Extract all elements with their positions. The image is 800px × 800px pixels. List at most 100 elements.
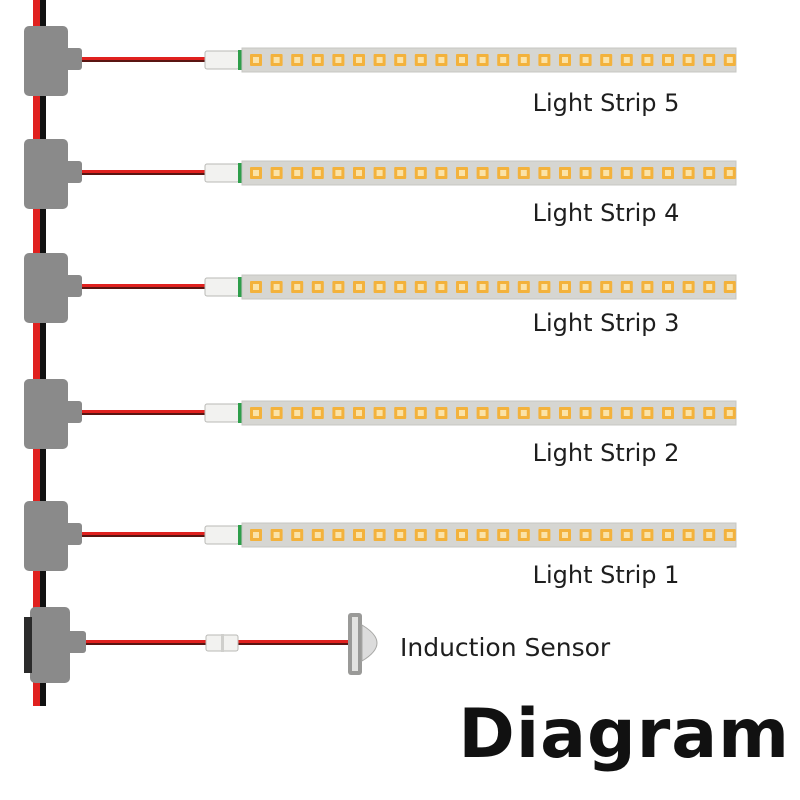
led-chip-center-4-3 — [294, 170, 301, 176]
led-chip-center-1-7 — [376, 532, 383, 538]
sensor-label: Induction Sensor — [400, 633, 611, 662]
led-chip-center-4-13 — [500, 170, 507, 176]
sensor-tee-connector — [30, 607, 70, 683]
led-chip-center-4-22 — [685, 170, 692, 176]
led-chip-center-1-23 — [706, 532, 713, 538]
led-chip-center-4-2 — [273, 170, 280, 176]
led-chip-center-4-4 — [314, 170, 321, 176]
led-chip-center-2-17 — [582, 410, 589, 416]
led-chip-center-2-23 — [706, 410, 713, 416]
led-chip-center-1-5 — [335, 532, 342, 538]
strip-plug-2 — [204, 403, 240, 423]
led-chip-center-1-2 — [273, 532, 280, 538]
led-chip-center-5-22 — [685, 57, 692, 63]
led-chip-center-5-12 — [479, 57, 486, 63]
led-chip-center-3-12 — [479, 284, 486, 290]
led-chip-center-2-18 — [603, 410, 610, 416]
led-chip-center-5-19 — [623, 57, 630, 63]
tee-connector-1 — [24, 501, 68, 571]
trunk-wire-black — [40, 0, 46, 706]
led-chip-center-3-5 — [335, 284, 342, 290]
led-chip-center-3-8 — [397, 284, 404, 290]
led-chip-center-5-2 — [273, 57, 280, 63]
led-chip-center-1-20 — [644, 532, 651, 538]
led-chip-center-3-14 — [520, 284, 527, 290]
led-chip-center-1-4 — [314, 532, 321, 538]
led-chip-center-4-18 — [603, 170, 610, 176]
led-chip-center-4-5 — [335, 170, 342, 176]
strip-plug-contact-3 — [238, 277, 242, 297]
led-chip-center-2-5 — [335, 410, 342, 416]
led-chip-center-5-10 — [438, 57, 445, 63]
led-chip-center-3-6 — [356, 284, 362, 290]
strip-label-3: Light Strip 3 — [532, 309, 680, 337]
led-chip-center-5-11 — [459, 57, 465, 63]
led-chip-center-2-3 — [294, 410, 301, 416]
led-chip-center-3-15 — [541, 284, 548, 290]
led-chip-center-2-14 — [520, 410, 527, 416]
led-chip-center-5-9 — [417, 57, 424, 63]
led-chip-center-3-18 — [603, 284, 610, 290]
tee-connector-5 — [24, 26, 68, 96]
led-chip-center-1-18 — [603, 532, 610, 538]
led-chip-center-1-14 — [520, 532, 527, 538]
led-chip-center-2-24 — [726, 410, 733, 416]
branch-wire-red-4 — [66, 170, 208, 173]
led-chip-center-2-2 — [273, 410, 280, 416]
diagram-title: Diagram — [458, 695, 790, 774]
led-chip-center-3-19 — [623, 284, 630, 290]
led-chip-center-3-13 — [500, 284, 507, 290]
light-strip-5 — [241, 47, 737, 73]
branch-wire-red-2 — [66, 410, 208, 413]
led-chip-center-4-17 — [582, 170, 589, 176]
trunk-wire-red — [33, 0, 40, 706]
led-chip-center-5-13 — [500, 57, 507, 63]
led-chip-center-5-18 — [603, 57, 610, 63]
led-chip-center-2-21 — [665, 410, 671, 416]
sensor-tee-end-cap — [24, 617, 32, 673]
led-chip-center-2-6 — [356, 410, 362, 416]
led-chip-center-2-12 — [479, 410, 486, 416]
led-chip-center-1-13 — [500, 532, 507, 538]
led-chip-center-5-7 — [376, 57, 383, 63]
led-chip-center-2-7 — [376, 410, 383, 416]
light-strip-1 — [241, 522, 737, 548]
tee-connector-arm-2 — [60, 401, 82, 423]
light-strip-4 — [241, 160, 737, 186]
light-strip-2 — [241, 400, 737, 426]
led-chip-center-2-11 — [459, 410, 465, 416]
led-chip-center-1-15 — [541, 532, 548, 538]
led-chip-center-3-17 — [582, 284, 589, 290]
led-chip-center-2-16 — [562, 410, 568, 416]
led-chip-center-5-8 — [397, 57, 404, 63]
led-chip-center-5-23 — [706, 57, 713, 63]
led-chip-center-3-4 — [314, 284, 321, 290]
led-chip-center-4-10 — [438, 170, 445, 176]
strip-plug-contact-5 — [238, 50, 242, 70]
led-chip-center-1-8 — [397, 532, 404, 538]
led-chip-center-2-20 — [644, 410, 651, 416]
led-chip-center-5-5 — [335, 57, 342, 63]
led-chip-center-5-15 — [541, 57, 548, 63]
led-chip-center-3-16 — [562, 284, 568, 290]
led-chip-center-1-10 — [438, 532, 445, 538]
led-chip-center-2-4 — [314, 410, 321, 416]
led-chip-center-5-14 — [520, 57, 527, 63]
led-chip-center-3-23 — [706, 284, 713, 290]
led-chip-center-2-10 — [438, 410, 445, 416]
led-chip-center-1-16 — [562, 532, 568, 538]
led-chip-center-4-8 — [397, 170, 404, 176]
branch-wire-dark-3 — [66, 287, 208, 289]
led-chip-center-4-7 — [376, 170, 383, 176]
led-chip-center-5-17 — [582, 57, 589, 63]
branch-wire-red-5 — [66, 57, 208, 60]
branch-wire-red-3 — [66, 284, 208, 287]
led-chip-center-1-3 — [294, 532, 301, 538]
tee-connector-arm-4 — [60, 161, 82, 183]
led-chip-center-1-17 — [582, 532, 589, 538]
strip-plug-contact-2 — [238, 403, 242, 423]
led-chip-center-4-12 — [479, 170, 486, 176]
led-chip-center-5-24 — [726, 57, 733, 63]
